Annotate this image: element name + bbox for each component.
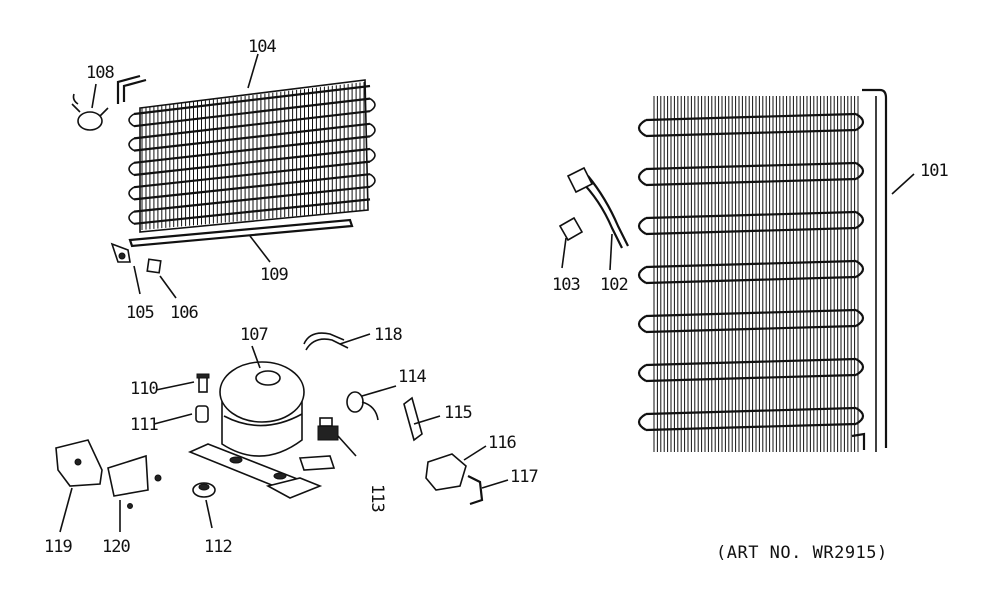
- label-109: 109: [260, 265, 288, 285]
- condenser-bend: [855, 113, 865, 131]
- label-105: 105: [126, 303, 154, 323]
- label-110: 110: [130, 379, 158, 399]
- condenser-bend: [855, 260, 865, 278]
- label-106: 106: [170, 303, 198, 323]
- label-115: 115: [444, 403, 472, 423]
- part-111-grommet: [195, 405, 209, 423]
- evaporator-bend: [128, 210, 135, 225]
- part-106-nut: [146, 258, 162, 274]
- label-114: 114: [398, 367, 426, 387]
- part-118-clip: [303, 332, 349, 351]
- label-113: 113: [367, 484, 387, 512]
- evaporator-bend: [128, 186, 135, 201]
- label-108: 108: [86, 63, 114, 83]
- condenser-tube: [645, 406, 857, 416]
- label-116: 116: [488, 433, 516, 453]
- condenser-101: [637, 88, 888, 452]
- condenser-bend: [637, 364, 647, 382]
- condenser-tube: [645, 422, 857, 432]
- part-103-fitting: [558, 216, 584, 242]
- condenser-bend: [637, 217, 647, 235]
- evaporator-bend: [128, 137, 135, 152]
- part-119-cover: [55, 439, 103, 487]
- label-117: 117: [510, 467, 538, 487]
- evaporator-bend: [128, 113, 135, 127]
- label-104: 104: [248, 37, 276, 57]
- leader-lines: [59, 53, 915, 533]
- part-105-fitting: [110, 242, 131, 263]
- label-120: 120: [102, 537, 130, 557]
- condenser-bend: [637, 168, 647, 186]
- condenser-tube: [645, 226, 857, 236]
- part-120-bracket: [107, 454, 162, 509]
- condenser-tube: [645, 324, 857, 334]
- condenser-tube: [645, 177, 857, 187]
- label-112: 112: [204, 537, 232, 557]
- label-103: 103: [552, 275, 580, 295]
- compressor-107: [187, 361, 336, 499]
- condenser-tube: [645, 259, 857, 269]
- condenser-bend: [637, 413, 647, 431]
- label-107: 107: [240, 325, 268, 345]
- condenser-bend: [637, 266, 647, 284]
- condenser-tube: [645, 308, 857, 318]
- evaporator-bend: [369, 148, 376, 163]
- condenser-tube: [645, 373, 857, 383]
- condenser-tube: [645, 275, 857, 285]
- part-112-mount: [192, 482, 216, 498]
- evaporator-104: [116, 74, 376, 233]
- condenser-tube: [645, 357, 857, 367]
- condenser-tube: [645, 161, 857, 171]
- part-110-screw: [196, 373, 210, 393]
- label-102: 102: [600, 275, 628, 295]
- part-117-clip: [467, 475, 484, 506]
- condenser-bend: [855, 358, 865, 376]
- condenser-bend: [637, 315, 647, 333]
- evaporator-bend: [128, 162, 135, 176]
- condenser-tube: [645, 210, 857, 220]
- part-113-relay: [317, 417, 339, 441]
- label-111: 111: [130, 415, 158, 435]
- condenser-bend: [637, 119, 647, 137]
- condenser-tube: [645, 128, 857, 138]
- label-101: 101: [920, 161, 948, 181]
- label-118: 118: [374, 325, 402, 345]
- condenser-bend: [855, 309, 865, 327]
- part-115-bracket: [403, 396, 423, 442]
- part-102-tube: [566, 166, 629, 249]
- condenser-tube: [645, 112, 857, 122]
- condenser-bend: [855, 407, 865, 425]
- part-labels: 104 108 109 105 106 101 102 103 107 118 …: [44, 37, 949, 563]
- art-number: (ART NO. WR2915): [716, 543, 888, 563]
- label-119: 119: [44, 537, 72, 557]
- evaporator-bend: [369, 97, 376, 112]
- evaporator-bend: [369, 123, 376, 138]
- part-114-overload: [346, 391, 379, 421]
- evaporator-bend: [369, 173, 376, 188]
- part-108-clip: [71, 93, 109, 131]
- condenser-bend: [855, 162, 865, 180]
- drain-trough-109: [128, 218, 354, 248]
- condenser-bend: [855, 211, 865, 229]
- part-116-capacitor: [425, 453, 467, 491]
